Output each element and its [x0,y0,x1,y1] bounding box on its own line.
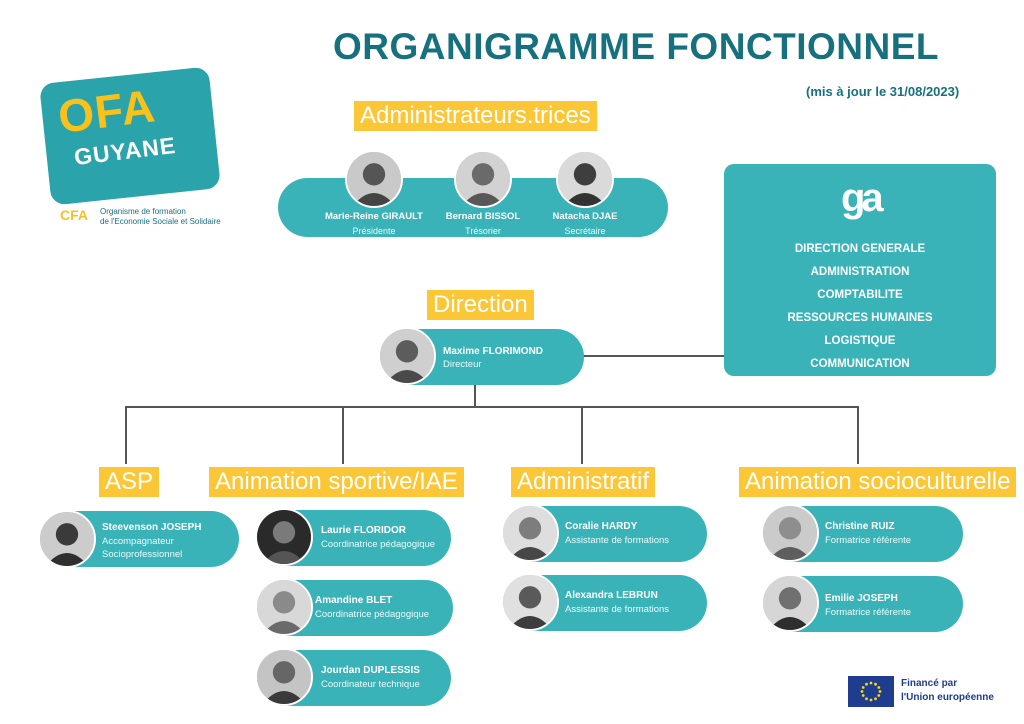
person-name: Amandine BLET [315,595,393,606]
connector-line [125,406,127,464]
eu-text-line2: l'Union européenne [901,692,994,703]
avatar [761,574,819,632]
service-item: COMPTABILITE [817,289,903,301]
person-name: Alexandra LEBRUN [565,590,658,601]
admin-person: Marie-Reine GIRAULT Présidente [314,211,434,236]
person-name: Marie-Reine GIRAULT [324,211,423,222]
person-name: Maxime FLORIMOND [443,346,544,357]
service-item: ADMINISTRATION [810,266,910,278]
connector-line [581,406,583,464]
avatar [761,504,819,562]
service-item: DIRECTION GENERALE [794,243,926,255]
person-name: Christine RUIZ [825,521,895,532]
eu-text-line1: Financé par [901,678,958,689]
admin-person: Bernard BISSOL Trésorier [430,211,536,236]
ga-logo: ga [841,176,884,220]
update-date: (mis à jour le 31/08/2023) [806,84,960,99]
person-role: Trésorier [465,226,501,236]
person-role: Coordinateur technique [321,679,420,690]
services-box: ga DIRECTION GENERALE ADMINISTRATION COM… [724,164,996,376]
service-item: COMMUNICATION [810,358,910,370]
avatar [255,508,313,566]
logo-cfa-text: CFA [60,207,88,223]
eu-funding-text: Financé par l'Union européenne [901,677,994,705]
avatar [501,504,559,562]
connector-line [125,406,859,408]
person-name: Bernard BISSOL [445,211,521,222]
admin-person: Natacha DJAE Secrétaire [535,211,635,236]
direction-header: Direction [427,290,534,320]
person-name: Natacha DJAE [552,211,618,222]
person-name: Laurie FLORIDOR [321,525,407,536]
avatar [255,578,313,636]
service-item: LOGISTIQUE [824,335,896,347]
avatar [345,150,403,208]
person-name: Jourdan DUPLESSIS [321,665,420,676]
admins-header: Administrateurs.trices [354,101,597,131]
service-item: RESSOURCES HUMAINES [787,312,933,324]
connector-line [857,406,859,464]
person-role: Directeur [443,359,482,370]
person-role: Assistante de formations [565,604,670,615]
avatar [255,648,313,706]
logo-tagline-line1: Organisme de formation [100,207,186,216]
person-role: Coordinatrice pédagogique [315,609,430,620]
person-name: Emilie JOSEPH [825,593,898,604]
person-name: Coralie HARDY [565,521,638,532]
logo-tagline-line2: de l'Economie Sociale et Solidaire [100,217,221,226]
avatar [378,327,436,385]
sport-header: Animation sportive/IAE [209,467,464,497]
admin-dept-header: Administratif [511,467,656,497]
avatar [501,573,559,631]
page-title: ORGANIGRAMME FONCTIONNEL [333,26,940,67]
person-role: Accompagnateur [102,536,174,547]
services-list: DIRECTION GENERALE ADMINISTRATION COMPTA… [724,238,996,376]
connector-line [474,385,476,407]
socio-header: Animation socioculturelle [739,467,1017,497]
avatar [556,150,614,208]
person-role: Présidente [352,226,396,236]
person-role: Socioprofessionnel [102,549,183,560]
avatar [454,150,512,208]
person-role: Assistante de formations [565,535,670,546]
person-role: Formatrice référente [825,535,912,546]
person-name: Steevenson JOSEPH [102,522,202,533]
connector-line [342,406,344,464]
person-role: Formatrice référente [825,607,912,618]
logo-tagline: Organisme de formation de l'Economie Soc… [100,207,230,227]
person-role: Secrétaire [564,226,606,236]
eu-flag-icon [848,676,894,707]
connector-line [583,355,724,357]
avatar [38,510,96,568]
asp-header: ASP [99,467,160,497]
person-role: Coordinatrice pédagogique [321,539,436,550]
